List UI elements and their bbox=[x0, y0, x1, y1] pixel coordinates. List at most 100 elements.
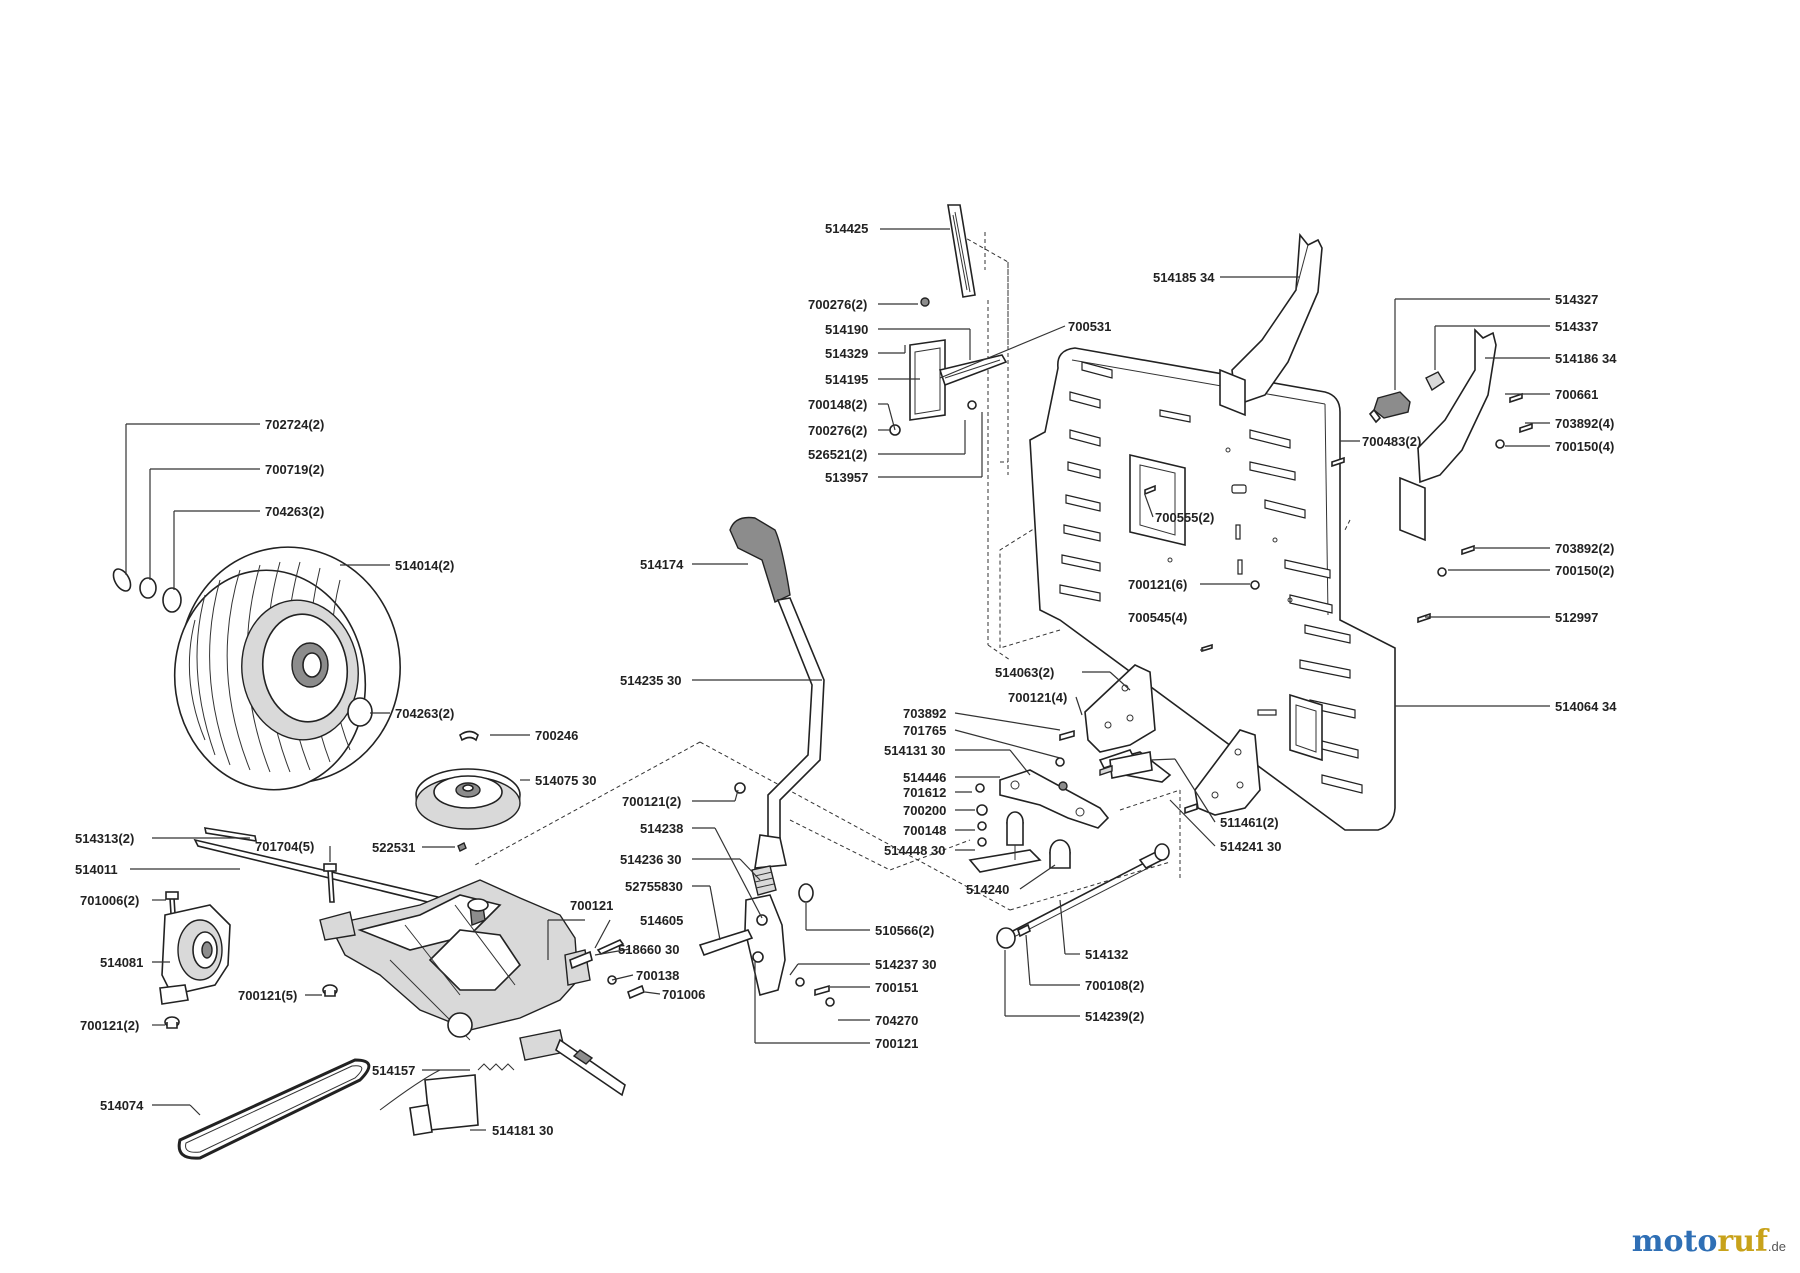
label-700200: 700200 bbox=[903, 803, 946, 818]
label-514181: 514181 30 bbox=[492, 1123, 553, 1138]
label-514081: 514081 bbox=[100, 955, 143, 970]
label-700108: 700108(2) bbox=[1085, 978, 1144, 993]
bracket-511461 bbox=[1184, 729, 1261, 816]
label-514337: 514337 bbox=[1555, 319, 1598, 334]
label-518660: 518660 30 bbox=[618, 942, 679, 957]
label-700148-b: 700148 bbox=[903, 823, 946, 838]
label-702724: 702724(2) bbox=[265, 417, 324, 432]
label-514239: 514239(2) bbox=[1085, 1009, 1144, 1024]
pedal-arm-514190 bbox=[889, 339, 1008, 436]
label-514074: 514074 bbox=[100, 1098, 144, 1113]
label-700661: 700661 bbox=[1555, 387, 1598, 402]
label-700150-a: 700150(4) bbox=[1555, 439, 1614, 454]
label-514446: 514446 bbox=[903, 770, 946, 785]
label-700483: 700483(2) bbox=[1362, 434, 1421, 449]
cable-514132 bbox=[996, 843, 1170, 949]
label-514605: 514605 bbox=[640, 913, 683, 928]
label-701006-b: 701006 bbox=[662, 987, 705, 1002]
label-700121-4: 700121(4) bbox=[1008, 690, 1067, 705]
label-701765: 701765 bbox=[903, 723, 946, 738]
label-700121-b: 700121 bbox=[875, 1036, 918, 1051]
spring-bracket-514181 bbox=[379, 1063, 515, 1136]
label-514448: 514448 30 bbox=[884, 843, 945, 858]
label-700121-5: 700121(5) bbox=[238, 988, 297, 1003]
label-700246: 700246 bbox=[535, 728, 578, 743]
logo-text-moto: moto bbox=[1631, 1224, 1718, 1259]
label-514132: 514132 bbox=[1085, 947, 1128, 962]
label-703892-b: 703892(2) bbox=[1555, 541, 1614, 556]
label-514327: 514327 bbox=[1555, 292, 1598, 307]
label-52755830: 52755830 bbox=[625, 879, 683, 894]
part-number-labels: 514425 700276(2) 514190 514329 514195 70… bbox=[75, 221, 1617, 1138]
label-704263-a: 704263(2) bbox=[265, 504, 324, 519]
bracket-514063 bbox=[1084, 664, 1156, 753]
label-700545: 700545(4) bbox=[1128, 610, 1187, 625]
label-514064: 514064 34 bbox=[1555, 699, 1617, 714]
label-701704: 701704(5) bbox=[255, 839, 314, 854]
label-704270: 704270 bbox=[875, 1013, 918, 1028]
logo-suffix: .de bbox=[1767, 1239, 1786, 1254]
label-514185: 514185 34 bbox=[1153, 270, 1215, 285]
label-514186: 514186 34 bbox=[1555, 351, 1617, 366]
label-701006-a: 701006(2) bbox=[80, 893, 139, 908]
label-700276-b: 700276(2) bbox=[808, 423, 867, 438]
label-514011: 514011 bbox=[75, 862, 118, 877]
label-514014: 514014(2) bbox=[395, 558, 454, 573]
label-522531: 522531 bbox=[372, 840, 415, 855]
label-700138: 700138 bbox=[636, 968, 679, 983]
leader-lines bbox=[125, 228, 1550, 1131]
label-700276-a: 700276(2) bbox=[808, 297, 867, 312]
rear-panel-514064 bbox=[1029, 347, 1396, 831]
label-512997: 512997 bbox=[1555, 610, 1598, 625]
label-700121-a: 700121 bbox=[570, 898, 613, 913]
label-704263-b: 704263(2) bbox=[395, 706, 454, 721]
bearing-514081 bbox=[159, 904, 231, 1005]
label-514075: 514075 30 bbox=[535, 773, 596, 788]
gear-lever-mount-514236 bbox=[698, 782, 835, 1007]
pulley-514075 bbox=[415, 730, 521, 852]
label-514174: 514174 bbox=[640, 557, 684, 572]
label-514236: 514236 30 bbox=[620, 852, 681, 867]
label-526521: 526521(2) bbox=[808, 447, 867, 462]
label-700121-2b: 700121(2) bbox=[80, 1018, 139, 1033]
label-700555: 700555(2) bbox=[1155, 510, 1214, 525]
label-514313: 514313(2) bbox=[75, 831, 134, 846]
label-514157: 514157 bbox=[372, 1063, 415, 1078]
pedal-514425 bbox=[920, 204, 976, 307]
label-700150-b: 700150(2) bbox=[1555, 563, 1614, 578]
wheel-514014 bbox=[112, 546, 401, 791]
label-703892-c: 703892 bbox=[903, 706, 946, 721]
label-701612: 701612 bbox=[903, 785, 946, 800]
label-514235: 514235 30 bbox=[620, 673, 681, 688]
gear-lever-514235 bbox=[729, 516, 825, 869]
label-514190: 514190 bbox=[825, 322, 868, 337]
label-700719: 700719(2) bbox=[265, 462, 324, 477]
label-700121-6: 700121(6) bbox=[1128, 577, 1187, 592]
label-514195: 514195 bbox=[825, 372, 868, 387]
label-700531: 700531 bbox=[1068, 319, 1111, 334]
transaxle-514011 bbox=[193, 827, 626, 1097]
label-514063: 514063(2) bbox=[995, 665, 1054, 680]
bracket-514241 bbox=[1099, 751, 1153, 779]
label-514131: 514131 30 bbox=[884, 743, 945, 758]
label-511461: 511461(2) bbox=[1220, 815, 1279, 830]
label-700151: 700151 bbox=[875, 980, 918, 995]
label-513957: 513957 bbox=[825, 470, 868, 485]
label-514237: 514237 30 bbox=[875, 957, 936, 972]
label-700121-2a: 700121(2) bbox=[622, 794, 681, 809]
side-bracket-514186 bbox=[1399, 328, 1497, 542]
panel-screws bbox=[1144, 392, 1533, 653]
logo-text-ruf: ruf bbox=[1717, 1224, 1768, 1259]
label-700148-a: 700148(2) bbox=[808, 397, 867, 412]
label-514329: 514329 bbox=[825, 346, 868, 361]
label-703892-a: 703892(4) bbox=[1555, 416, 1614, 431]
label-510566: 510566(2) bbox=[875, 923, 934, 938]
linkage-514131 bbox=[968, 729, 1172, 873]
belt-514074 bbox=[177, 1058, 371, 1160]
motoruf-logo: motoruf.de bbox=[1632, 1224, 1786, 1259]
label-514425: 514425 bbox=[825, 221, 868, 236]
label-514241: 514241 30 bbox=[1220, 839, 1281, 854]
clip-514327 bbox=[1368, 371, 1445, 424]
